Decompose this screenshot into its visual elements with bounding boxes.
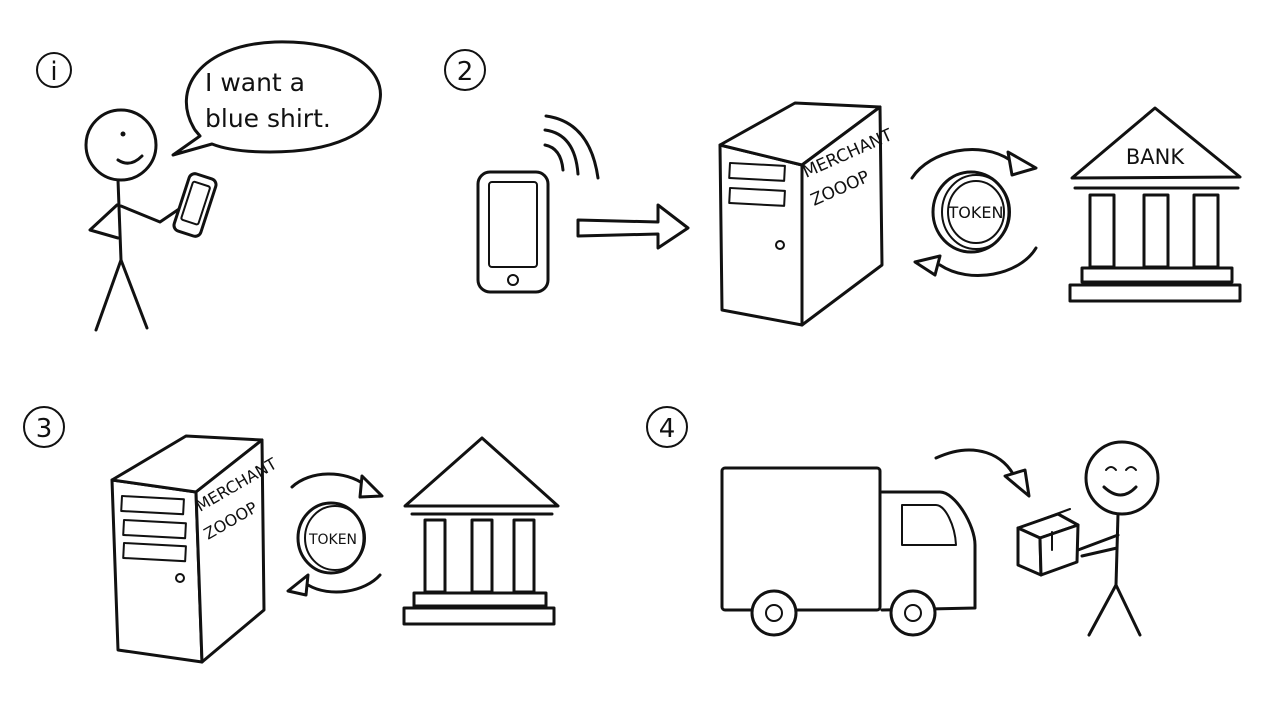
stick-figure-recipient	[1016, 440, 1160, 637]
step-2-badge: 2	[444, 49, 486, 91]
token-exchange-large: TOKEN	[910, 148, 1038, 278]
token-coin-icon: TOKEN	[931, 170, 1011, 254]
right-arrow-icon	[576, 203, 690, 250]
phone-in-hand-icon	[172, 172, 218, 238]
smartphone-icon	[476, 170, 550, 294]
speech-bubble: I want a blue shirt.	[171, 40, 382, 157]
bank-building-large: BANK	[1068, 106, 1242, 303]
token-label-small: TOKEN	[308, 532, 357, 548]
speech-line-2: blue shirt.	[205, 104, 331, 133]
token-coin-small-icon: TOKEN	[296, 501, 366, 575]
svg-text:4: 4	[659, 414, 676, 444]
stick-figure-customer	[84, 108, 218, 332]
step-1-badge: i	[36, 52, 72, 88]
bank-label: BANK	[1126, 145, 1185, 169]
svg-text:2: 2	[457, 57, 474, 87]
step-3-badge: 3	[23, 406, 65, 448]
token-exchange-small: TOKEN	[286, 472, 384, 597]
token-label: TOKEN	[948, 203, 1004, 222]
merchant-server-large: MERCHANT ZOOOP	[718, 101, 896, 327]
wireless-signal-icon	[543, 114, 600, 180]
curved-arrow-icon	[934, 448, 1031, 498]
speech-line-1: I want a	[205, 68, 305, 97]
package-box-icon	[1016, 508, 1080, 577]
bank-building-small	[402, 436, 560, 626]
step-4-badge: 4	[646, 406, 688, 448]
svg-text:3: 3	[36, 414, 53, 444]
merchant-server-small: MERCHANT ZOOOP	[110, 434, 280, 664]
svg-text:i: i	[50, 57, 57, 87]
delivery-truck-icon	[720, 466, 977, 637]
